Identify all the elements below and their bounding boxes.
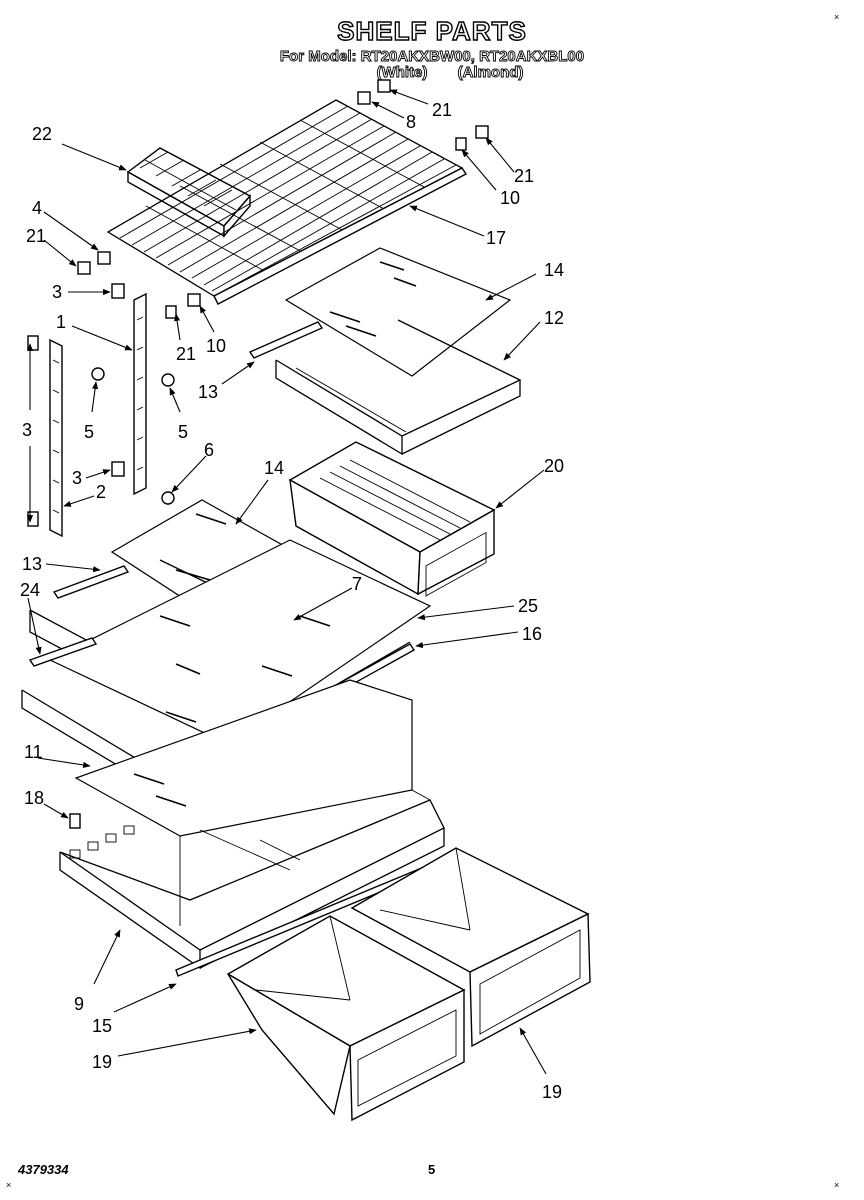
callout-5: 5 <box>84 422 94 442</box>
callout-16: 16 <box>522 624 542 644</box>
callout-25: 25 <box>518 596 538 616</box>
trim-part-13-upper <box>248 321 324 359</box>
meat-pan-part-20 <box>288 441 496 597</box>
callout-3: 3 <box>72 468 82 488</box>
shelf-ladder-part-1 <box>133 292 147 496</box>
corner-mark: × <box>6 1180 12 1190</box>
trim-part-13-lower <box>52 565 130 599</box>
page-number: 5 <box>428 1162 436 1177</box>
callout-8: 8 <box>406 112 416 132</box>
corner-mark: × <box>834 12 840 22</box>
callout-15: 15 <box>92 1016 112 1036</box>
callout-12: 12 <box>544 308 564 328</box>
crisper-cover-part-11 <box>74 679 413 837</box>
callout-1: 1 <box>56 312 66 332</box>
callout-19: 19 <box>542 1082 562 1102</box>
callout-20: 20 <box>544 456 564 476</box>
shelf-ladder-part-2 <box>27 335 125 538</box>
callout-18: 18 <box>24 788 44 808</box>
callout-21: 21 <box>26 226 46 246</box>
callout-19: 19 <box>92 1052 112 1072</box>
ice-tray-part-22 <box>126 147 252 238</box>
shelf-frame-part-12 <box>275 319 522 456</box>
callout-21: 21 <box>432 100 452 120</box>
variant-almond: (Almond) <box>457 64 524 82</box>
callout-17: 17 <box>486 228 506 248</box>
callout-24: 24 <box>20 580 40 600</box>
callout-14: 14 <box>264 458 284 478</box>
callout-3: 3 <box>22 420 32 440</box>
callout-5: 5 <box>178 422 188 442</box>
document-number: 4379334 <box>18 1162 69 1177</box>
callout-10: 10 <box>500 188 520 208</box>
shelf-clips-left <box>77 251 201 319</box>
shelf-clips-top <box>357 79 489 151</box>
callout-21: 21 <box>176 344 196 364</box>
callout-10: 10 <box>206 336 226 356</box>
page-title: SHELF PARTS <box>336 15 527 46</box>
callout-2: 2 <box>96 482 106 502</box>
color-variants: (White) (Almond) <box>0 64 864 82</box>
callout-13: 13 <box>198 382 218 402</box>
callout-21: 21 <box>514 166 534 186</box>
callout-11: 11 <box>24 742 43 762</box>
callout-22: 22 <box>32 124 52 144</box>
model-line: For Model: RT20AKXBW00, RT20AKXBL00 <box>279 48 585 66</box>
crisper-drawer-part-19-right <box>350 847 591 1048</box>
variant-white: (White) <box>376 64 428 82</box>
callout-4: 4 <box>32 198 42 218</box>
crisper-drawer-part-19-left <box>226 915 466 1122</box>
callout-3: 3 <box>52 282 62 302</box>
callout-6: 6 <box>204 440 214 460</box>
leader-lines <box>26 89 547 1075</box>
callout-9: 9 <box>74 994 84 1014</box>
crisper-frame-part-9 <box>59 789 445 970</box>
callout-7: 7 <box>352 574 362 594</box>
callout-14: 14 <box>544 260 564 280</box>
glass-shelf-part-14-upper <box>284 247 512 377</box>
callout-13: 13 <box>22 554 42 574</box>
screws <box>91 367 175 505</box>
clip-part-18 <box>69 813 81 829</box>
trim-part-24 <box>28 637 98 667</box>
callout-numbers: 22 21 8 21 10 4 21 17 14 3 12 1 21 10 13… <box>20 100 564 1102</box>
corner-mark: × <box>834 1180 840 1190</box>
wire-shelf-part-17 <box>106 99 468 305</box>
